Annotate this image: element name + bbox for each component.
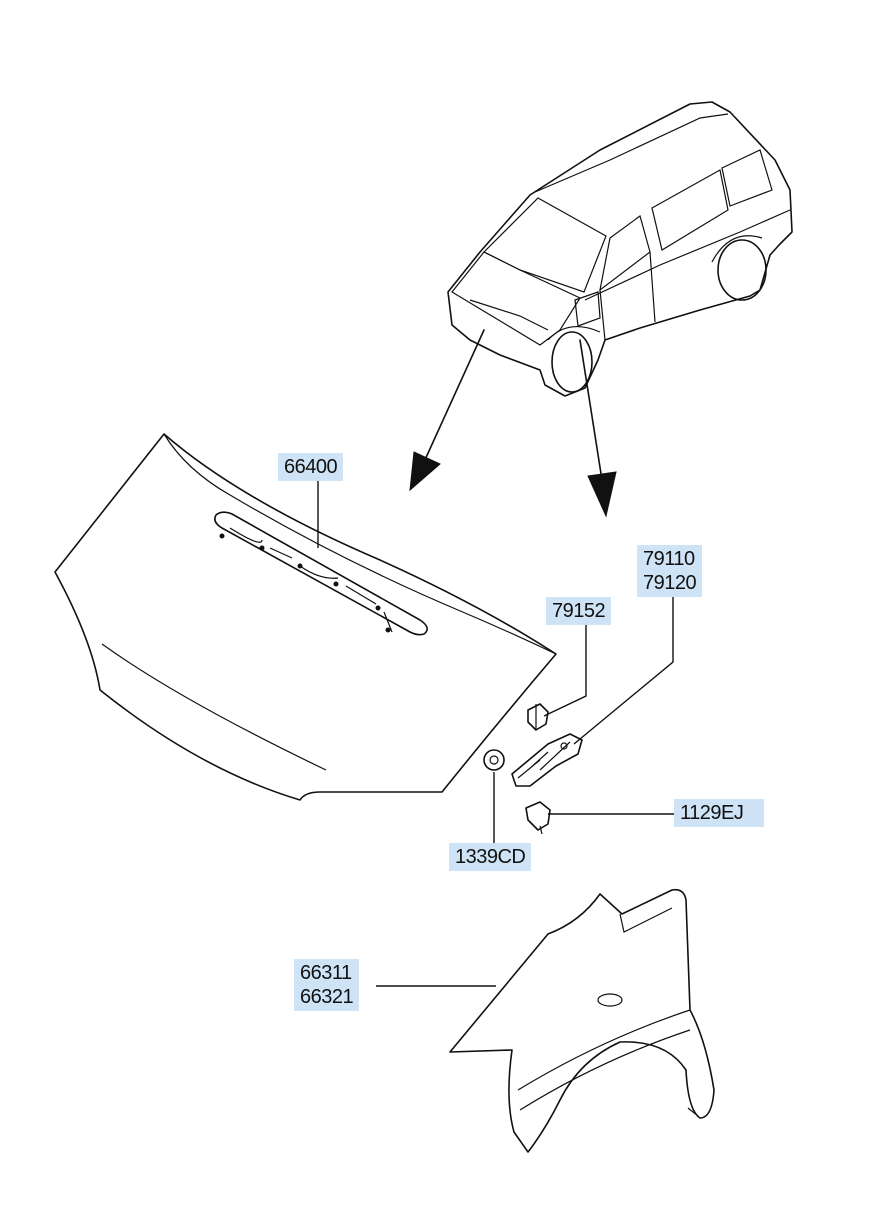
label-nut-part: 1339CD xyxy=(449,843,532,871)
nut xyxy=(483,749,505,771)
hood-panel xyxy=(54,433,557,801)
front-fender xyxy=(449,888,715,1153)
leader-hinge xyxy=(573,592,674,745)
part-number-fender-b: 66321 xyxy=(300,986,354,1008)
part-number-hinge-a: 79110 xyxy=(643,548,695,570)
part-number-hinge-b: 79120 xyxy=(643,572,697,594)
van-illustration xyxy=(447,101,793,397)
leader-lines xyxy=(317,478,674,987)
label-hinge-part: 79110 79120 xyxy=(637,545,703,597)
part-number-fender-a: 66311 xyxy=(300,962,352,984)
part-number-nut: 1339CD xyxy=(455,846,526,868)
hinge-bolt-top xyxy=(527,703,549,731)
label-hood-part: 66400 xyxy=(278,453,344,481)
hood-hinge xyxy=(511,733,583,787)
part-number-hood: 66400 xyxy=(284,456,338,478)
label-fender-part: 66311 66321 xyxy=(294,959,360,1011)
hinge-bolt-bottom xyxy=(525,801,551,835)
part-number-bolt: 1129EJ xyxy=(680,802,744,824)
part-number-hinge-bolt: 79152 xyxy=(552,600,606,622)
leader-hinge-bolt xyxy=(543,624,587,717)
label-hinge-bolt-part: 79152 xyxy=(546,597,612,625)
label-bolt-part: 1129EJ xyxy=(674,799,764,827)
arrow-to-fender xyxy=(579,339,617,518)
arrow-to-hood xyxy=(409,329,485,492)
